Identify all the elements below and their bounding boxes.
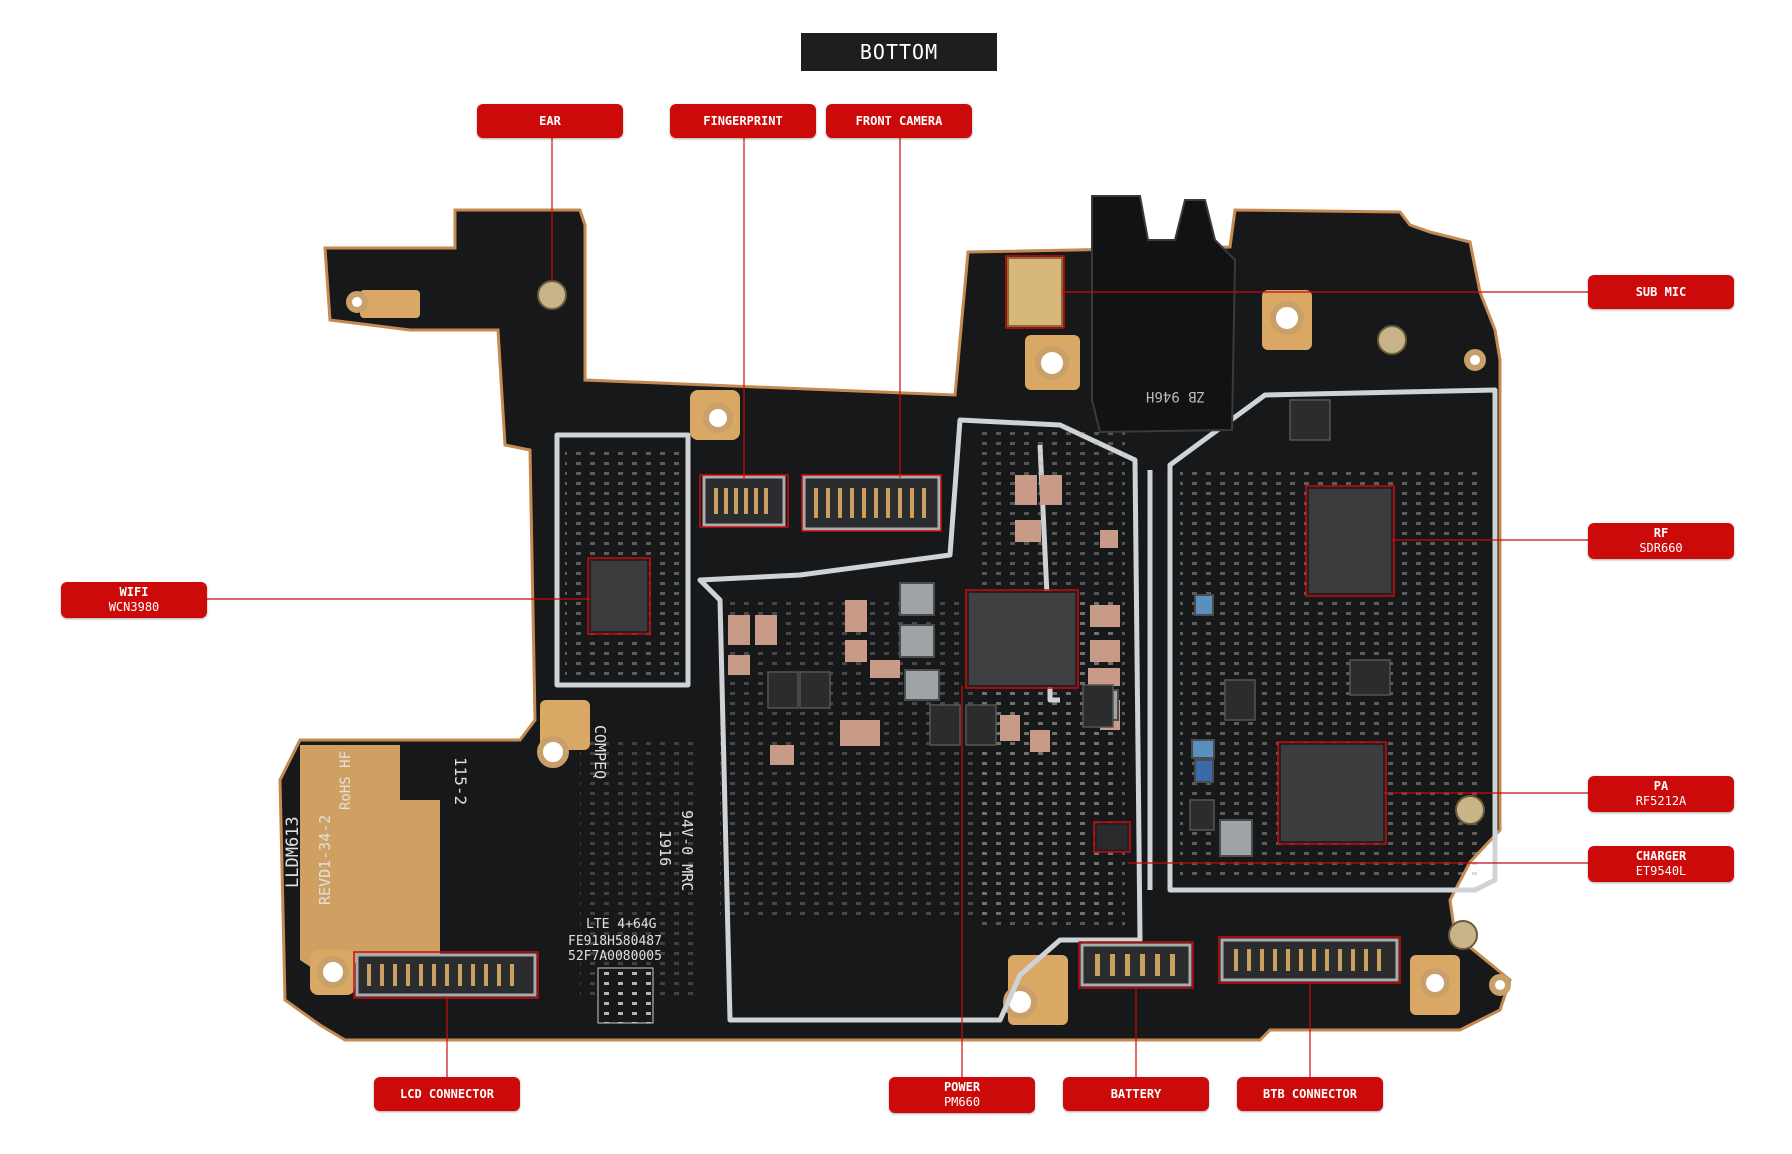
- label-battery: BATTERY: [1063, 1077, 1209, 1111]
- label-btb-connector-text: BTB CONNECTOR: [1263, 1086, 1357, 1101]
- pa-ic: [1279, 743, 1385, 843]
- label-lcd-connector: LCD CONNECTOR: [374, 1077, 520, 1111]
- label-pa-text: PA: [1653, 779, 1669, 793]
- mark-revision: REVD1-34-2: [316, 815, 334, 905]
- label-sub-mic-text: SUB MIC: [1635, 284, 1687, 299]
- label-fingerprint: FINGERPRINT: [670, 104, 816, 138]
- mark-rating: 94V-0 MRC: [678, 810, 696, 891]
- charger-ic: [1095, 823, 1129, 851]
- connectors: [355, 475, 1399, 997]
- shield-frames: [554, 387, 1498, 1023]
- label-sub-mic: SUB MIC: [1588, 275, 1734, 309]
- label-ear-text: EAR: [539, 113, 561, 128]
- antenna-connectors: [537, 280, 1485, 950]
- label-ear: EAR: [477, 104, 623, 138]
- label-power-text: POWER: [943, 1080, 981, 1094]
- mark-lte: LTE 4+64G: [586, 917, 657, 932]
- label-front-camera-text: FRONT CAMERA: [855, 113, 943, 128]
- label-btb-connector: BTB CONNECTOR: [1237, 1077, 1383, 1111]
- label-fingerprint-text: FINGERPRINT: [703, 113, 783, 128]
- mark-jack: ZB 946H: [1146, 388, 1205, 404]
- mark-date: 1916: [656, 830, 674, 866]
- wifi-ic: [589, 559, 649, 633]
- mark-serial2: 52F7A0080005: [568, 949, 662, 964]
- highlight-boxes: [353, 255, 1401, 999]
- qr-code: [597, 967, 654, 1024]
- label-wifi-chip: WCN3980: [108, 600, 160, 614]
- label-lcd-connector-text: LCD CONNECTOR: [400, 1086, 494, 1101]
- dark-chips: [767, 399, 1391, 831]
- mount-holes: [317, 291, 1511, 1019]
- sub-mic: [1007, 257, 1063, 327]
- mark-maker: COMPEQ: [591, 725, 609, 779]
- silkscreen: LLDM613 REVD1-34-2 RoHS HF 115-2 COMPEQ …: [283, 388, 1205, 964]
- label-rf-chip: SDR660: [1639, 541, 1683, 555]
- label-rf-text: RF: [1653, 526, 1669, 540]
- leader-lines: [207, 138, 1588, 1077]
- label-battery-text: BATTERY: [1110, 1086, 1162, 1101]
- page-title: BOTTOM: [801, 33, 997, 71]
- mark-rohs: RoHS HF: [338, 751, 354, 810]
- label-charger-chip: ET9540L: [1635, 864, 1687, 878]
- inductors: [899, 582, 1253, 857]
- mark-model: LLDM613: [283, 816, 303, 888]
- audio-jack: [1091, 195, 1237, 434]
- label-pa-chip: RF5212A: [1635, 794, 1687, 808]
- power-ic: [967, 591, 1077, 687]
- label-wifi-text: WIFI: [119, 585, 149, 599]
- label-power-chip: PM660: [943, 1095, 981, 1109]
- mark-serial1: FE918H580487: [568, 934, 662, 949]
- mark-code: 115-2: [451, 757, 470, 805]
- label-front-camera: FRONT CAMERA: [826, 104, 972, 138]
- label-charger-text: CHARGER: [1635, 849, 1687, 863]
- rf-ic: [1307, 487, 1393, 595]
